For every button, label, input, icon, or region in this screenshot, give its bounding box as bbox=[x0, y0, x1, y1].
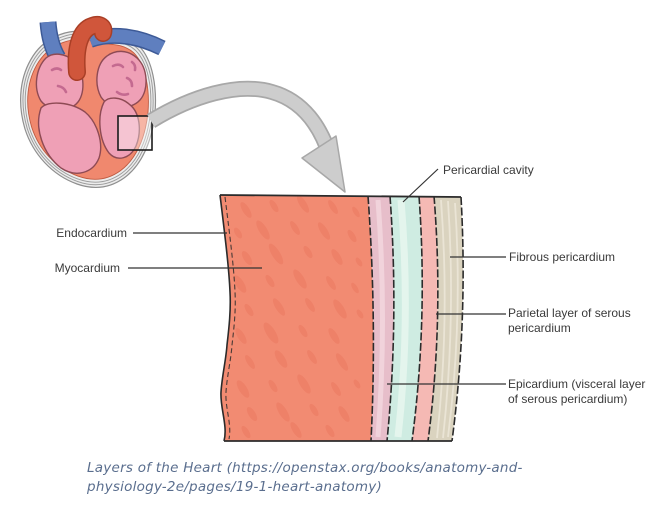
myocardium-texture bbox=[233, 195, 364, 439]
atrium-texture-marks bbox=[50, 60, 137, 96]
zoom-region-box bbox=[117, 115, 153, 151]
label-parietal-layer-line1: Parietal layer of serous bbox=[508, 306, 631, 320]
parietal-pericardium-layer bbox=[412, 196, 438, 441]
label-myocardium: Myocardium bbox=[54, 261, 120, 275]
endocardium-edge bbox=[219, 194, 232, 442]
layer-boundaries bbox=[367, 195, 464, 442]
fibrous-striations bbox=[436, 199, 459, 439]
figure-caption-line1: Layers of the Heart (https://openstax.or… bbox=[87, 460, 523, 476]
diagram-top-edge bbox=[219, 194, 462, 198]
aorta-vessel bbox=[69, 17, 111, 80]
left-ventricle bbox=[37, 102, 102, 174]
curved-arrow-icon bbox=[146, 80, 346, 193]
label-epicardium-line2: of serous pericardium) bbox=[508, 391, 628, 406]
heart-pericardium-ring-1 bbox=[22, 33, 154, 186]
heart-pericardium-ring-2 bbox=[24, 36, 152, 183]
label-parietal-layer: Parietal layer of serous pericardium bbox=[508, 306, 631, 335]
heart-inset-illustration bbox=[20, 16, 166, 188]
right-ventricle bbox=[99, 97, 141, 159]
label-fibrous-pericardium: Fibrous pericardium bbox=[509, 250, 616, 264]
label-epicardium-line1: Epicardium (visceral layer bbox=[508, 377, 646, 391]
figure-caption-line2: physiology-2e/pages/19-1-heart-anatomy) bbox=[87, 478, 383, 495]
leader-lines bbox=[128, 168, 506, 385]
label-endocardium: Endocardium bbox=[56, 226, 127, 240]
pericardial-cavity-highlight bbox=[394, 199, 409, 438]
epicardium-highlight bbox=[375, 199, 385, 438]
label-parietal-layer-line2: pericardium bbox=[508, 320, 571, 335]
figure-caption: Layers of the Heart (https://openstax.or… bbox=[87, 459, 547, 496]
label-pericardial-cavity: Pericardial cavity bbox=[443, 163, 534, 177]
label-epicardium: Epicardium (visceral layer of serous per… bbox=[508, 377, 645, 406]
leader-line-pericardial-cavity bbox=[402, 168, 439, 203]
heart-wall-magnified-diagram bbox=[219, 194, 464, 442]
endocardium-inner-line bbox=[224, 196, 236, 440]
